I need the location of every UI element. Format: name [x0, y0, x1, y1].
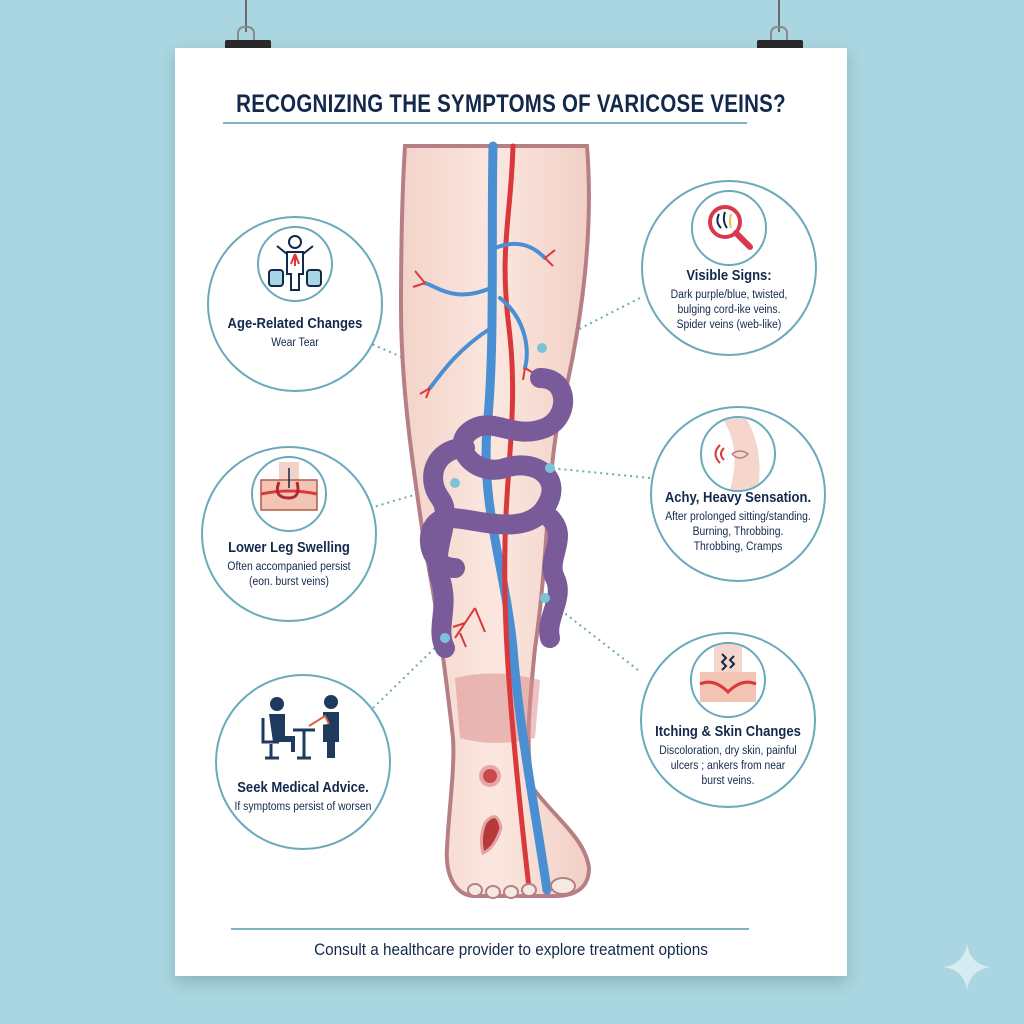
symptom-desc: Wear Tear: [218, 336, 373, 351]
connector-dot: [537, 343, 547, 353]
poster: RECOGNIZING THE SYMPTOMS OF VARICOSE VEI…: [175, 48, 847, 976]
symptom-desc-line: Discoloration, dry skin, painful: [659, 745, 797, 757]
leg-illustration: [398, 141, 592, 899]
symptom-circle-lower-leg-swelling: Lower Leg Swelling Often accompanied per…: [201, 446, 377, 622]
icon-frame: [257, 226, 333, 302]
toe: [467, 883, 483, 897]
symptom-desc-line: (eon. burst veins): [249, 576, 329, 588]
capillary: [412, 249, 556, 399]
connector-dot: [440, 633, 450, 643]
symptom-title: Lower Leg Swelling: [228, 540, 350, 556]
footer-divider: [231, 928, 749, 930]
magnifier-veins-icon: [708, 205, 753, 250]
skin-wound: [479, 815, 503, 856]
person-aging-icon: [268, 235, 322, 291]
connector-dot: [450, 478, 460, 488]
symptom-desc-line: Often accompanied persist: [227, 561, 351, 573]
capillary: [452, 607, 486, 648]
hanging-wire-left: [245, 0, 247, 32]
symptom-desc-line: bulging cord-ike veins.: [677, 304, 781, 316]
itchy-skin-icon: [699, 644, 757, 702]
symptom-desc-line: Spider veins (web-like): [676, 319, 782, 331]
symptom-title: Seek Medical Advice.: [237, 780, 369, 796]
symptom-desc: Discoloration, dry skin, painful ulcers …: [651, 744, 806, 789]
vein-branch: [423, 281, 493, 297]
toe: [485, 885, 501, 899]
sparkle-icon: [944, 944, 990, 990]
symptom-title: Achy, Heavy Sensation.: [664, 490, 812, 506]
vein-branch: [428, 326, 493, 390]
symptom-circle-age-related: Age-Related Changes Wear Tear: [207, 216, 383, 392]
vein-branch: [493, 241, 547, 260]
skin-ulcer: [479, 765, 501, 787]
symptom-circle-achy-heavy: Achy, Heavy Sensation. After prolonged s…: [650, 406, 826, 582]
doctor-consultation-icon: [261, 695, 339, 760]
symptom-desc-line: After prolonged sitting/standing.: [665, 511, 811, 523]
footer-note: Consult a healthcare provider to explore…: [314, 940, 708, 959]
toe: [521, 883, 537, 897]
symptom-desc-line: If symptoms persist of worsen: [234, 801, 372, 813]
symptom-desc: If symptoms persist of worsen: [226, 800, 381, 815]
symptom-desc-line: Throbbing, Cramps: [693, 541, 783, 553]
symptom-desc-line: Wear Tear: [271, 337, 319, 349]
varicose-vein-cluster: [423, 438, 475, 658]
symptom-desc-line: ulcers ; ankers from near: [670, 760, 786, 772]
connector-itching: [544, 597, 639, 671]
symptom-desc-line: Dark purple/blue, twisted,: [670, 289, 788, 301]
symptom-desc-line: burst veins.: [701, 775, 755, 787]
toe: [550, 877, 576, 895]
symptom-circle-visible-signs: Visible Signs: Dark purple/blue, twisted…: [641, 180, 817, 356]
discoloration-patch: [455, 673, 540, 743]
icon-frame: [251, 456, 327, 532]
symptom-desc: Often accompanied persist (eon. burst ve…: [212, 560, 367, 590]
symptom-title: Itching & Skin Changes: [655, 724, 801, 740]
symptom-desc-line: Burning, Throbbing.: [692, 526, 784, 538]
varicose-vein-cluster: [539, 508, 568, 648]
hanging-wire-right: [778, 0, 780, 32]
title-divider: [223, 122, 747, 124]
connector-dot: [545, 463, 555, 473]
vein-branch: [498, 296, 529, 370]
symptom-desc: Dark purple/blue, twisted, bulging cord-…: [652, 288, 807, 333]
symptom-title: Visible Signs:: [686, 268, 772, 284]
skin-vein-cross-section-icon: [260, 462, 318, 511]
symptom-circle-itching-skin: Itching & Skin Changes Discoloration, dr…: [640, 632, 816, 808]
knee-pain-icon: [714, 418, 760, 490]
icon-frame: [690, 642, 766, 718]
poster-title: RECOGNIZING THE SYMPTOMS OF VARICOSE VEI…: [236, 90, 786, 118]
icon-frame: [700, 416, 776, 492]
toe: [503, 885, 519, 899]
symptom-title: Age-Related Changes: [227, 316, 363, 332]
connector-dot: [540, 593, 550, 603]
icon-frame: [691, 190, 767, 266]
symptom-desc: After prolonged sitting/standing. Burnin…: [661, 510, 816, 555]
symptom-circle-seek-advice: Seek Medical Advice. If symptoms persist…: [215, 674, 391, 850]
